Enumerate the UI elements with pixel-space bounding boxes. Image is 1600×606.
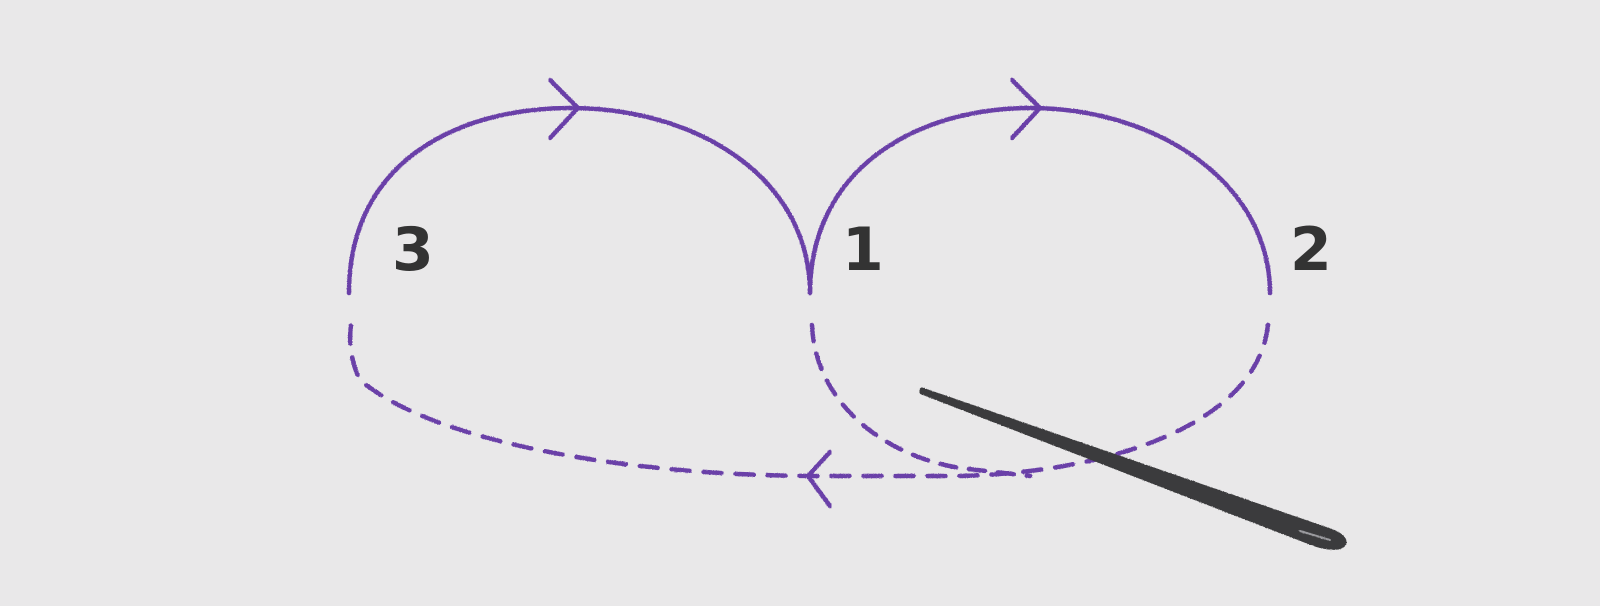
left-loop-front-stitch [346, 105, 813, 296]
needle-icon [919, 387, 1347, 550]
back-stitch-dashed [347, 322, 1271, 479]
step-label-1: 1 [842, 215, 885, 285]
arrowhead-left-loop [547, 77, 581, 141]
step-label-3: 3 [392, 215, 435, 285]
step-label-2: 2 [1290, 215, 1333, 285]
arrowhead-right-loop [1009, 77, 1043, 141]
right-loop-front-stitch [807, 105, 1273, 296]
inner-stitch-dashed [809, 322, 1033, 479]
arrowhead-back-stitch [805, 449, 833, 509]
